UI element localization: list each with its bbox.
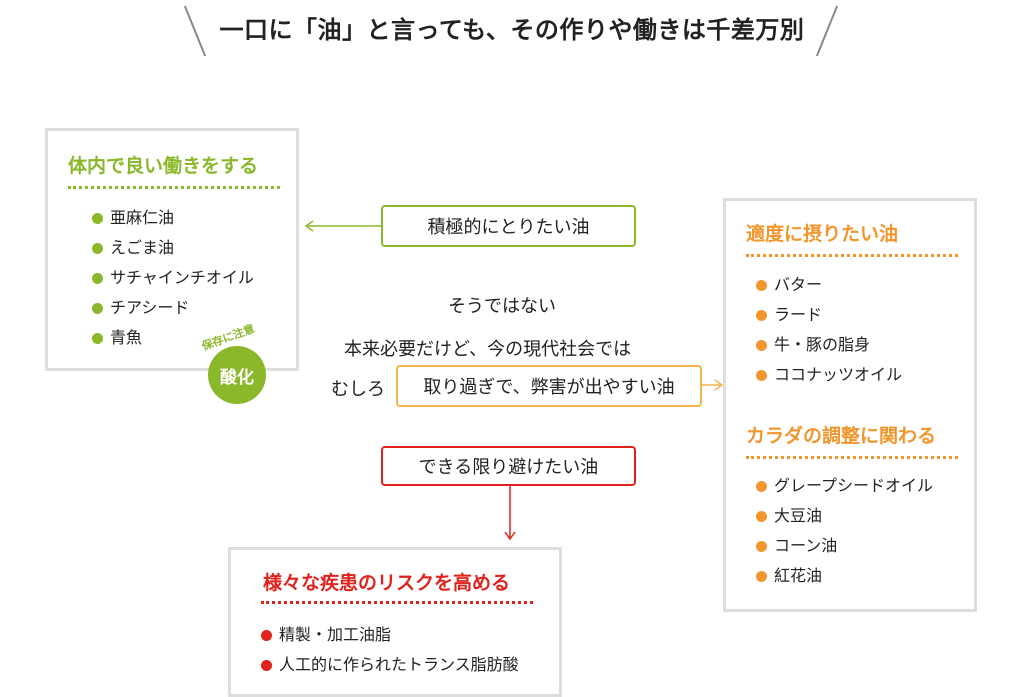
moderate-oils-divider (746, 254, 958, 257)
bullet-icon (92, 332, 103, 344)
avoid-oil-tag: できる限り避けたい油 (381, 446, 636, 486)
list-item: えごま油 (92, 233, 254, 263)
good-oils-title: 体内で良い働きをする (68, 155, 259, 177)
good-oils-divider (68, 186, 280, 189)
bullet-icon (756, 480, 767, 492)
bullet-icon (756, 510, 767, 522)
moderate-oils-title: 適度に摂りたい油 (746, 223, 899, 245)
arrow-to-good-panel (304, 220, 382, 232)
list-item: グレープシードオイル (756, 471, 933, 501)
list-item: チアシード (92, 293, 254, 323)
risk-oils-title: 様々な疾患のリスクを高める (263, 572, 511, 594)
middle-text-line2: 本来必要だけど、今の現代社会では (344, 339, 632, 360)
list-item: 紅花油 (756, 561, 933, 591)
body-regulation-divider (746, 456, 958, 459)
middle-text-line3: むしろ (331, 379, 385, 400)
page-title: 一口に「油」と言っても、その作りや働きは千差万別 (219, 16, 805, 44)
bullet-icon (92, 272, 103, 284)
arrow-to-moderate-panel (702, 379, 724, 391)
list-item: 大豆油 (756, 501, 933, 531)
bullet-icon (261, 659, 272, 671)
risk-oils-list: 精製・加工油脂 人工的に作られたトランス脂肪酸 (261, 620, 519, 680)
oxidation-badge: 酸化 (208, 346, 266, 404)
list-item: 青魚 (92, 323, 254, 353)
bullet-icon (756, 339, 767, 351)
moderate-oils-panel: 適度に摂りたい油 バター ラード 牛・豚の脂身 ココナッツオイル カラダの調整に… (723, 198, 977, 612)
good-oils-panel: 体内で良い働きをする 亜麻仁油 えごま油 サチャインチオイル チアシード 青魚 (45, 128, 299, 371)
arrow-to-risk-panel (504, 486, 516, 541)
list-item: 牛・豚の脂身 (756, 330, 902, 360)
risk-oils-panel: 様々な疾患のリスクを高める 精製・加工油脂 人工的に作られたトランス脂肪酸 (228, 547, 562, 697)
good-oil-tag: 積極的にとりたい油 (381, 205, 636, 247)
bullet-icon (756, 570, 767, 582)
list-item: ラード (756, 300, 902, 330)
body-regulation-title: カラダの調整に関わる (746, 425, 937, 447)
bullet-icon (92, 302, 103, 314)
list-item: サチャインチオイル (92, 263, 254, 293)
bullet-icon (756, 369, 767, 381)
body-regulation-list: グレープシードオイル 大豆油 コーン油 紅花油 (756, 471, 933, 591)
risk-oils-divider (261, 601, 533, 604)
bullet-icon (261, 629, 272, 641)
bullet-icon (92, 242, 103, 254)
list-item: 精製・加工油脂 (261, 620, 519, 650)
list-item: 人工的に作られたトランス脂肪酸 (261, 650, 519, 680)
bullet-icon (756, 540, 767, 552)
bullet-icon (756, 309, 767, 321)
middle-text-line1: そうではない (448, 296, 556, 317)
moderate-oils-list: バター ラード 牛・豚の脂身 ココナッツオイル (756, 270, 902, 390)
excess-oil-tag: 取り過ぎで、弊害が出やすい油 (396, 365, 702, 407)
list-item: バター (756, 270, 902, 300)
list-item: コーン油 (756, 531, 933, 561)
list-item: ココナッツオイル (756, 360, 902, 390)
bullet-icon (756, 279, 767, 291)
bullet-icon (92, 212, 103, 224)
good-oils-list: 亜麻仁油 えごま油 サチャインチオイル チアシード 青魚 (92, 203, 254, 353)
list-item: 亜麻仁油 (92, 203, 254, 233)
